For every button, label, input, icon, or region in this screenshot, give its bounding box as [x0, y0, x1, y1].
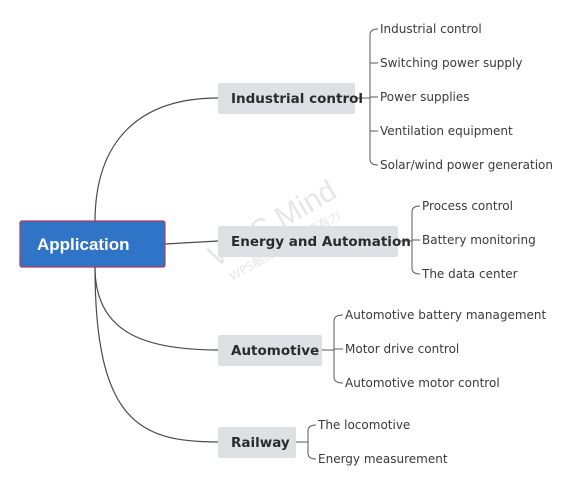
branch-label: Railway [231, 435, 290, 451]
leaf-item[interactable]: Solar/wind power generation [380, 158, 553, 172]
branch-label: Automotive [231, 343, 319, 359]
connector-root-energy-and-automation [164, 240, 219, 245]
connector-root-automotive [94, 266, 219, 351]
connectors [94, 97, 219, 443]
leaf-bracket [307, 424, 317, 460]
root-node[interactable]: Application [19, 220, 166, 268]
leaf-item[interactable]: Switching power supply [380, 56, 522, 70]
branch-label: Energy and Automation [231, 234, 411, 250]
leaf-item[interactable]: Battery monitoring [422, 233, 536, 247]
branch-node-energy-and-automation[interactable]: Energy and Automation [218, 226, 411, 257]
leaf-item[interactable]: Power supplies [380, 90, 470, 104]
leaf-item[interactable]: Energy measurement [318, 452, 448, 466]
branch-node-industrial-control[interactable]: Industrial control [218, 83, 363, 114]
leaf-item[interactable]: Automotive battery management [345, 308, 547, 322]
leaf-item[interactable]: Process control [422, 199, 513, 213]
branch-node-railway[interactable]: Railway [218, 427, 296, 458]
leaf-item[interactable]: Industrial control [380, 22, 482, 36]
connector-root-railway [94, 266, 219, 443]
leaf-item[interactable]: The locomotive [317, 418, 410, 432]
branch-label: Industrial control [231, 91, 363, 107]
leaf-item[interactable]: Automotive motor control [345, 376, 500, 390]
leaf-item[interactable]: Ventilation equipment [380, 124, 513, 138]
leaf-item[interactable]: The data center [421, 267, 518, 281]
connector-root-industrial-control [94, 97, 219, 223]
branch-node-automotive[interactable]: Automotive [218, 335, 322, 366]
leaf-item[interactable]: Motor drive control [345, 342, 459, 356]
root-label: Application [37, 235, 130, 254]
